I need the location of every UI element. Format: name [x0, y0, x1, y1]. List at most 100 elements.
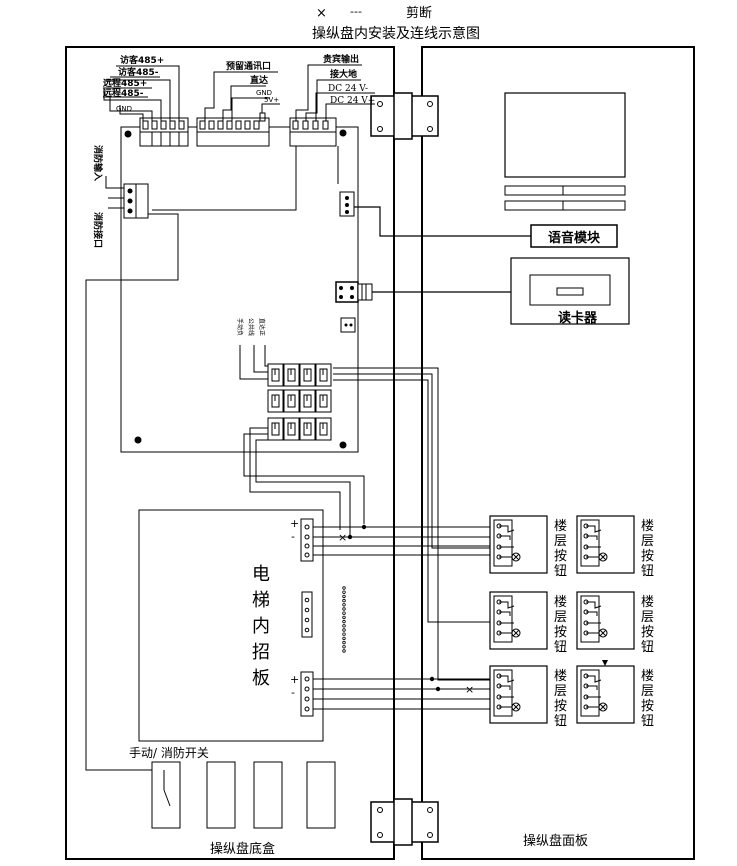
junction-dot	[429, 676, 435, 682]
aux-connector	[340, 317, 356, 333]
floor-button[interactable]	[576, 515, 635, 574]
relay-socket	[267, 417, 284, 441]
wires-power	[295, 64, 375, 121]
spare-slot	[206, 761, 236, 829]
fire-connector	[123, 183, 149, 219]
relay-wires	[239, 345, 490, 681]
relay-connector-grid	[267, 363, 332, 441]
relay-socket	[283, 417, 300, 441]
relay-socket	[267, 389, 284, 413]
floor-button[interactable]	[576, 591, 635, 650]
label-visitor-485-minus: 访客485-	[118, 66, 159, 78]
board-dot	[342, 603, 346, 607]
label-dc24-plus: DC 24 V+	[330, 96, 375, 106]
board-dot	[342, 619, 346, 624]
label-public-line: 公共线	[247, 318, 255, 336]
floor-button-label: 楼层按钮	[641, 519, 654, 579]
board-dot	[342, 645, 346, 649]
relay-socket	[299, 389, 316, 413]
board-dot	[342, 636, 346, 641]
spare-slot	[253, 761, 283, 829]
relay-socket	[315, 389, 332, 413]
pcb-mount-hole	[134, 436, 142, 444]
call-board	[138, 509, 324, 742]
call-board-plus-top: +	[290, 517, 299, 530]
card-reader: 读卡器	[510, 257, 630, 326]
display-screen	[504, 92, 626, 211]
relay-socket	[283, 363, 300, 387]
label-fire-input: 消防输入	[92, 145, 104, 181]
pcb-mount-hole	[124, 130, 132, 138]
wires-fire	[85, 176, 179, 776]
base-box-label: 操纵盘底盒	[210, 841, 275, 857]
relay-socket	[267, 363, 284, 387]
voice-module-label: 语音模块	[548, 230, 601, 246]
wires-reserved	[204, 71, 280, 121]
label-remote-485-minus: 远程485-	[103, 87, 144, 99]
label-direct-stop: 直达正	[258, 318, 266, 336]
label-reserved-port: 预留通讯口	[226, 60, 271, 72]
call-board-label: 电梯内招板	[252, 564, 270, 689]
voice-connector	[339, 191, 355, 217]
relay-socket	[315, 363, 332, 387]
floor-button-label: 楼层按钮	[641, 669, 654, 729]
board-dot	[342, 586, 346, 590]
floor-button-label: 楼层按钮	[554, 595, 567, 655]
board-dot	[342, 615, 346, 620]
board-dot	[342, 628, 346, 632]
label-fire-port: 消防接口	[92, 212, 104, 248]
call-board-dot-column	[342, 586, 346, 653]
label-visitor-485-plus: 访客485+	[120, 54, 164, 66]
call-board-connector-mid	[301, 591, 313, 638]
floor-button[interactable]	[576, 660, 635, 724]
relay-socket	[315, 417, 332, 441]
label-vip-output: 贵宾输出	[323, 53, 359, 65]
face-panel-outline	[421, 46, 695, 860]
floor-button[interactable]	[489, 665, 548, 724]
floor-button[interactable]	[489, 591, 548, 650]
wires-485	[103, 65, 180, 121]
base-box-outline	[65, 46, 395, 860]
board-dot	[342, 649, 346, 653]
board-dot	[342, 594, 346, 599]
reader-connector	[335, 281, 373, 303]
call-board-connector-bottom	[300, 671, 314, 717]
terminal-block-reserved	[196, 112, 270, 147]
card-reader-label: 读卡器	[558, 310, 598, 326]
pcb-mount-hole	[339, 441, 347, 449]
terminal-block-power	[289, 117, 337, 147]
junction-dot	[435, 686, 441, 692]
board-dot	[342, 607, 346, 611]
relay-socket	[299, 417, 316, 441]
floor-button-label: 楼层按钮	[641, 595, 654, 655]
pcb-internal-wires	[152, 146, 339, 211]
floor-wires	[313, 526, 490, 710]
board-dot	[342, 598, 346, 603]
call-board-plus-bottom: +	[290, 673, 299, 686]
voice-module: 语音模块	[530, 224, 618, 248]
face-panel-label: 操纵盘面板	[523, 833, 588, 849]
label-gnd-left: GND	[116, 105, 132, 113]
manual-switch-label: 手动/ 消防开关	[129, 745, 209, 760]
junction-dot	[347, 534, 353, 540]
label-5v: 5V+	[264, 96, 279, 104]
spare-slot	[306, 761, 336, 829]
cut-symbol: ×	[316, 6, 327, 21]
relay-socket	[299, 363, 316, 387]
cut-label: 剪断	[406, 5, 432, 21]
manual-switch[interactable]	[151, 761, 181, 829]
floor-button[interactable]	[489, 515, 548, 574]
call-board-connector-top	[300, 518, 314, 562]
label-gnd-mid: GND	[256, 89, 272, 97]
hinge-bottom	[370, 798, 439, 846]
dash-symbol: ---	[350, 5, 362, 18]
voice-wire	[354, 206, 531, 237]
board-dot	[342, 640, 346, 645]
label-dc24-minus: DC 24 V-	[328, 84, 368, 94]
relay-socket	[283, 389, 300, 413]
board-dot	[342, 632, 346, 636]
label-manual-fire: 手动负	[236, 318, 244, 336]
